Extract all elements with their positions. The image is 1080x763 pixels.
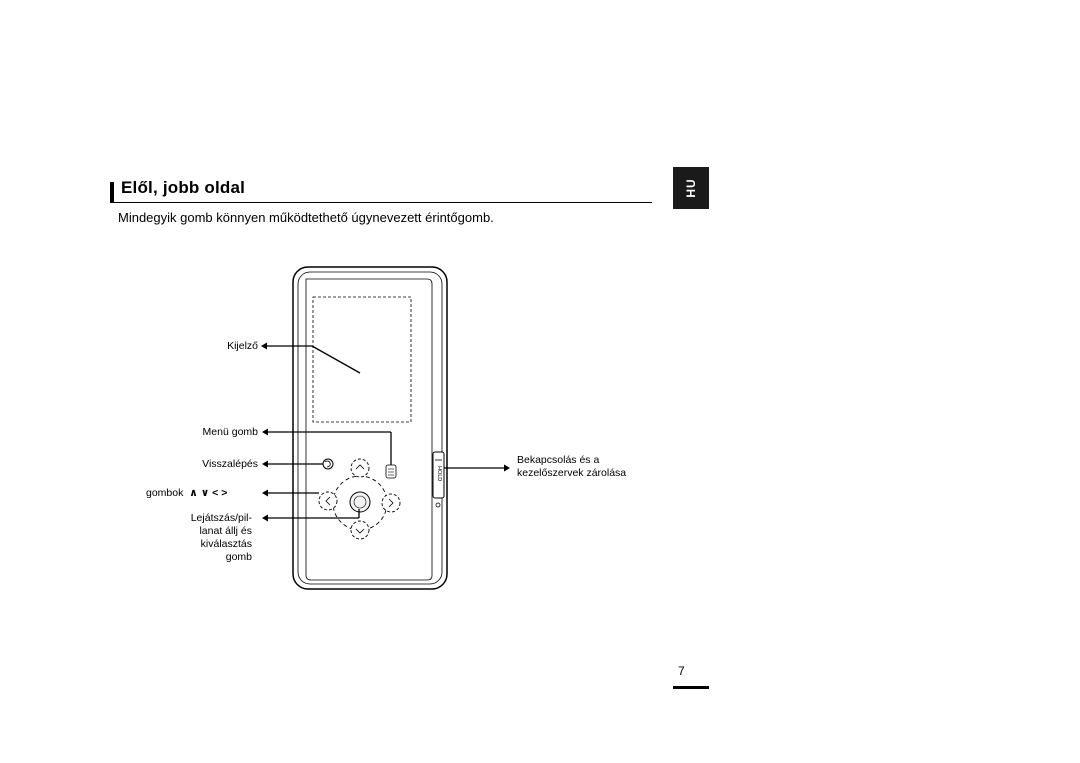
back-icon bbox=[324, 460, 331, 468]
hold-switch-label: HOLD bbox=[436, 466, 442, 481]
label-power-line-1: Bekapcsolás és a bbox=[517, 454, 600, 466]
down-button bbox=[350, 520, 370, 540]
title-divider bbox=[110, 202, 652, 203]
title-marker bbox=[110, 182, 114, 202]
label-power-line-2: kezelőszervek zárolása bbox=[517, 467, 627, 479]
device-body bbox=[292, 266, 448, 590]
menu-arrow bbox=[262, 428, 268, 436]
up-glyph bbox=[355, 464, 365, 470]
right-glyph bbox=[388, 498, 394, 508]
label-play-select: Lejátszás/pil- lanat állj és kiválasztás… bbox=[160, 512, 252, 564]
display-arrow bbox=[261, 342, 267, 350]
label-play-line-4: gomb bbox=[225, 551, 252, 563]
label-back: Visszalépés bbox=[202, 458, 258, 470]
up-button bbox=[350, 458, 370, 478]
page-number-rule bbox=[673, 686, 709, 689]
play-select-button bbox=[349, 491, 371, 513]
language-tab: HU bbox=[673, 167, 709, 209]
hold-switch bbox=[432, 451, 445, 499]
power-arrow bbox=[504, 464, 510, 472]
left-glyph bbox=[325, 496, 331, 506]
label-play-line-1: Lejátszás/pil- bbox=[190, 512, 252, 524]
device-body-inner-edge bbox=[297, 271, 443, 585]
screen-area bbox=[312, 296, 412, 423]
direction-arrow bbox=[262, 489, 268, 497]
label-play-line-3: kiválasztás bbox=[200, 538, 252, 550]
back-arrow bbox=[262, 460, 268, 468]
label-direction-glyphs: ∧ ∨ < > bbox=[189, 487, 228, 499]
down-glyph bbox=[355, 528, 365, 534]
reset-hole bbox=[435, 502, 441, 508]
intro-text: Mindegyik gomb könnyen működtethető úgyn… bbox=[118, 210, 494, 225]
right-button bbox=[381, 493, 401, 513]
label-display: Kijelző bbox=[227, 340, 258, 352]
section-title: Elől, jobb oldal bbox=[121, 178, 246, 197]
label-menu-button: Menü gomb bbox=[202, 426, 258, 438]
left-button bbox=[318, 491, 338, 511]
label-play-line-2: lanat állj és bbox=[199, 525, 252, 537]
label-direction-buttons: gombok ∧ ∨ < > bbox=[146, 487, 258, 500]
play-arrow bbox=[262, 514, 268, 522]
label-power-lock: Bekapcsolás és a kezelőszervek zárolása bbox=[517, 454, 657, 480]
page-number: 7 bbox=[678, 664, 685, 678]
device-front-face bbox=[305, 278, 433, 581]
label-direction-text: gombok bbox=[146, 487, 184, 499]
